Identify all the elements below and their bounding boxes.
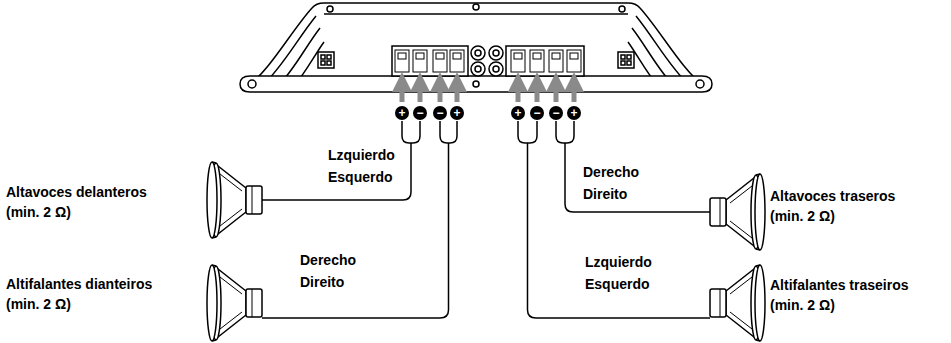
speaker-terminals xyxy=(395,50,581,72)
channel-label: Derecho xyxy=(300,250,356,270)
speaker-label: Altavoces delanteros (min. 2 Ω) xyxy=(6,182,150,222)
polarity-symbol: + xyxy=(450,106,464,120)
polarity-symbol: − xyxy=(413,106,427,120)
front-right-speaker xyxy=(207,265,262,341)
polarity-symbol: − xyxy=(549,106,563,120)
front-left-speaker xyxy=(207,162,262,238)
channel-label: Lzquierdo xyxy=(328,145,395,165)
speaker-label: Altavoces traseros (min. 2 Ω) xyxy=(770,186,899,226)
polarity-symbol: − xyxy=(433,106,447,120)
channel-label: Direito xyxy=(583,184,627,204)
polarity-symbol: + xyxy=(511,106,525,120)
insertion-arrows xyxy=(402,82,574,102)
channel-label: Direito xyxy=(300,272,344,292)
amplifier xyxy=(240,3,712,92)
channel-label: Esquerdo xyxy=(585,274,650,294)
polarity-symbol: + xyxy=(395,106,409,120)
rear-left-speaker xyxy=(710,265,765,341)
speaker-wires xyxy=(262,121,710,318)
channel-label: Esquerdo xyxy=(328,167,393,187)
channel-label: Lzquierdo xyxy=(585,252,652,272)
rear-right-speaker xyxy=(710,174,765,250)
channel-label: Derecho xyxy=(583,162,639,182)
polarity-symbol: − xyxy=(530,106,544,120)
polarity-symbol: + xyxy=(567,106,581,120)
speaker-label: Altifalantes traseiros (min. 2 Ω) xyxy=(770,275,912,315)
speaker-label: Altifalantes dianteiros (min. 2 Ω) xyxy=(6,274,156,314)
